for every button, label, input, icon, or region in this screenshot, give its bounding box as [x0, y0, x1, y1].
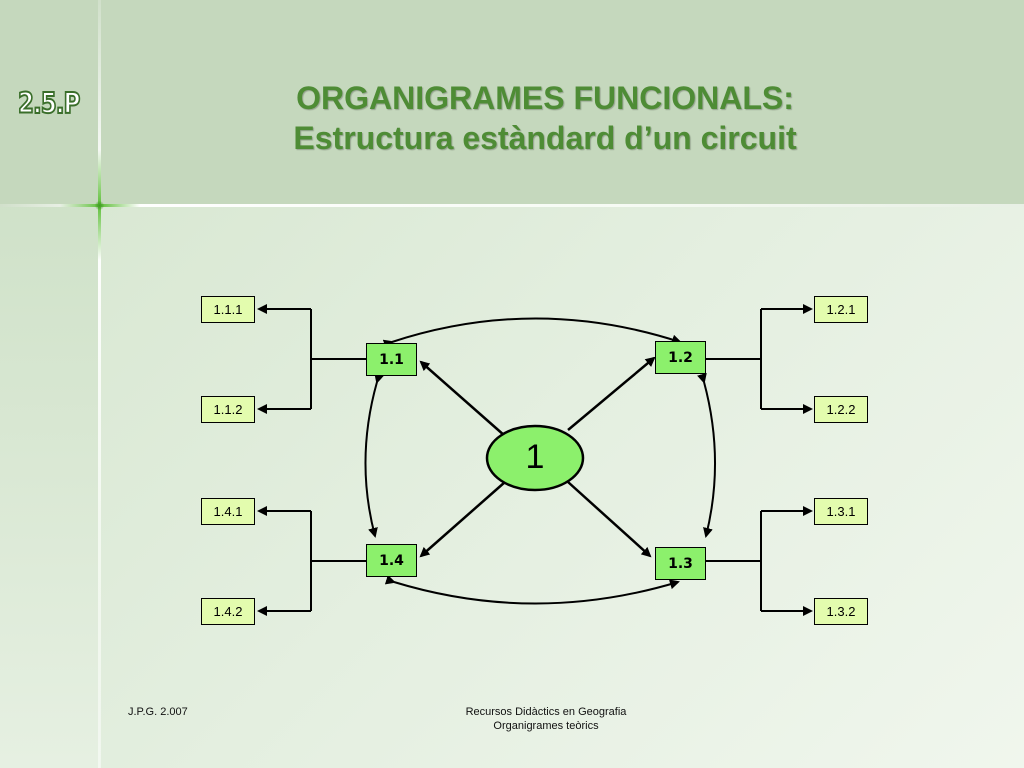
leaf-1-3-2: 1.3.2 [814, 598, 868, 625]
node-1-3: 1.3 [655, 547, 706, 580]
leaf-1-2-2: 1.2.2 [814, 396, 868, 423]
node-1-4: 1.4 [366, 544, 417, 577]
node-1-1: 1.1 [366, 343, 417, 376]
decor-horizontal-line [0, 204, 1024, 207]
decor-sparkle-center [95, 201, 104, 210]
footer-source: Recursos Didàctics en Geografia Organigr… [446, 705, 646, 733]
footer-source-line-1: Recursos Didàctics en Geografia [465, 706, 627, 718]
leaf-1-1-1: 1.1.1 [201, 296, 255, 323]
center-node-label: 1 [525, 438, 545, 476]
leaf-1-4-1: 1.4.1 [201, 498, 255, 525]
arrow-center-to-1-4 [419, 481, 506, 558]
center-node-shape [485, 424, 585, 492]
leaf-1-1-2: 1.1.2 [201, 396, 255, 423]
node-1-2: 1.2 [655, 341, 706, 374]
curve-1-1-to-1-2 [382, 317, 682, 350]
title-line-2: Estructura estàndard d’un circuit [293, 120, 797, 156]
slide-title: ORGANIGRAMES FUNCIONALS: Estructura està… [200, 78, 890, 158]
footer-source-line-2: Organigrames teòrics [493, 720, 599, 732]
leaf-1-2-1: 1.2.1 [814, 296, 868, 323]
curve-1-4-to-1-3 [384, 574, 680, 605]
leaf-1-3-1: 1.3.1 [814, 498, 868, 525]
curve-1-1-to-1-4 [364, 372, 384, 538]
title-line-1: ORGANIGRAMES FUNCIONALS: [296, 80, 794, 116]
header-band [100, 0, 1024, 207]
arrow-center-to-1-2 [567, 356, 656, 431]
leaf-1-4-2: 1.4.2 [201, 598, 255, 625]
arrow-center-to-1-1 [419, 360, 506, 437]
slide-number-label: 2.5.P [17, 87, 81, 122]
corner-band [0, 0, 100, 207]
arrow-center-to-1-3 [567, 481, 652, 558]
decor-vertical-line [98, 0, 101, 768]
curve-1-2-to-1-3 [697, 372, 717, 538]
footer-author: J.P.G. 2.007 [128, 706, 188, 718]
